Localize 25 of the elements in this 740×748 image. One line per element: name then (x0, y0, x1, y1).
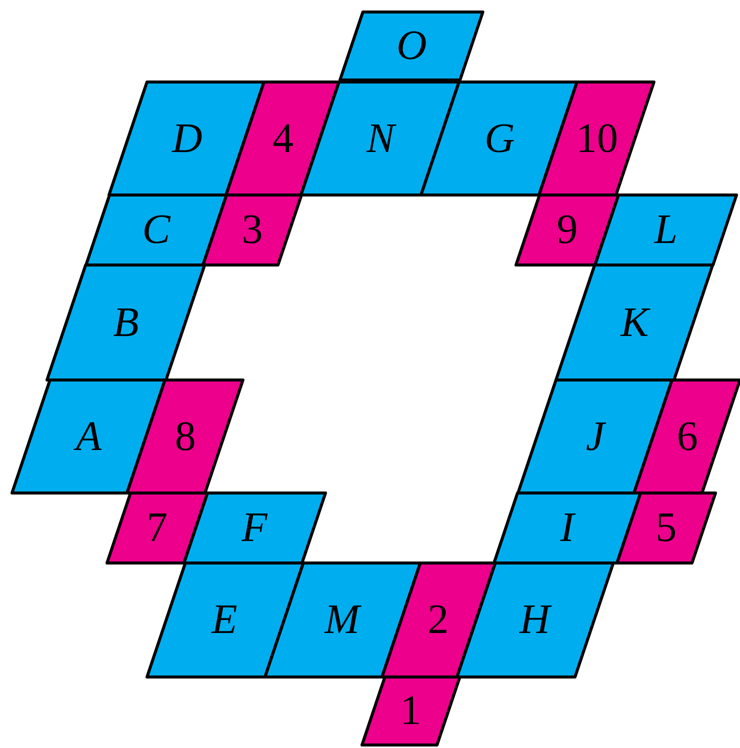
tile-label: 6 (676, 416, 698, 458)
tile-label: 3 (242, 209, 263, 251)
tile-label: O (396, 25, 427, 67)
tile-label: 9 (556, 209, 578, 251)
tile-label: H (520, 599, 550, 641)
tile-label: L (654, 209, 678, 251)
tile-label: 7 (146, 507, 168, 549)
tile-label: A (76, 416, 102, 458)
tile-label: M (324, 599, 360, 641)
tile-label: 8 (174, 416, 196, 458)
tile-label: 5 (656, 507, 677, 549)
tile-label: 10 (576, 118, 618, 160)
tile-label: D (172, 118, 202, 160)
tile-label: 4 (272, 118, 294, 160)
tile-label: E (212, 599, 238, 641)
tile-label: 1 (400, 690, 422, 732)
tile-label: C (142, 209, 170, 251)
tile-label: J (586, 416, 604, 458)
tile-label: I (560, 507, 574, 549)
tile-label: F (242, 507, 268, 549)
tile-label: 2 (428, 599, 449, 641)
tile-label: G (484, 118, 515, 160)
tile-label: B (113, 302, 139, 344)
tile-label: K (620, 302, 649, 344)
tile-label: N (366, 118, 394, 160)
